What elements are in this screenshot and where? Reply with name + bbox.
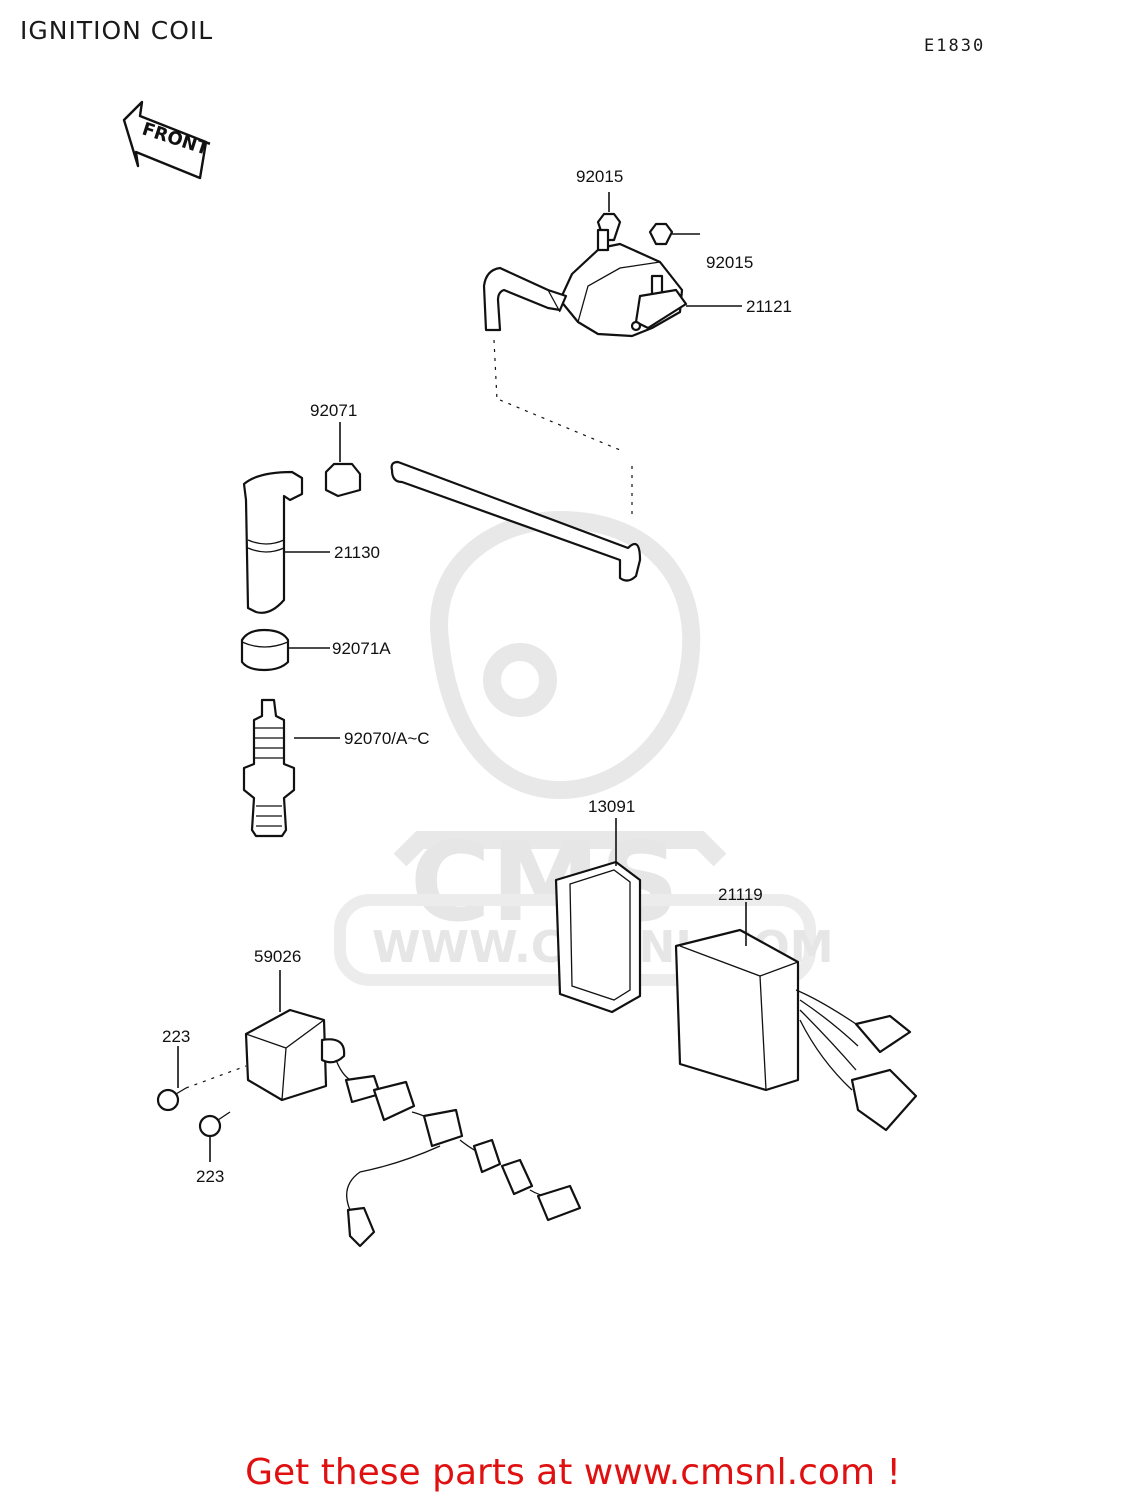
cover-92071a [240, 628, 290, 672]
igniter-unit [674, 928, 800, 1092]
ignition-coil-assembly: 92015 92015 21121 [482, 167, 792, 520]
part-number-92071a: 92071A [332, 639, 391, 658]
part-number-223-top: 223 [162, 1027, 190, 1046]
high-tension-lead [482, 266, 568, 332]
front-arrow-icon: FRONT [122, 100, 212, 180]
part-number-92015-right: 92015 [706, 253, 753, 272]
pickup-connector [536, 1184, 582, 1222]
spark-plug-assembly: 92070/A~C [242, 698, 430, 838]
part-number-21121: 21121 [746, 297, 792, 316]
connector-large [850, 1068, 918, 1132]
connector-small [854, 1014, 912, 1054]
coil-bracket [634, 288, 688, 330]
parts-cta-banner[interactable]: Get these parts at www.cmsnl.com ! [245, 1452, 901, 1493]
screw-icon [156, 1088, 180, 1112]
part-number-21119: 21119 [718, 885, 763, 904]
ignition-coil [558, 242, 684, 338]
plug-cap-assembly: 92071 21130 [242, 401, 642, 614]
clamp [422, 1108, 464, 1148]
diagram-code: E1830 [924, 36, 986, 56]
part-number-223-bottom: 223 [196, 1167, 224, 1186]
page-title: IGNITION COIL [20, 16, 214, 45]
ignition-lead [390, 460, 642, 582]
screw-assembly: 223 223 [156, 1027, 247, 1186]
boot-cover-13091: 13091 [554, 797, 642, 1014]
part-number-21130: 21130 [334, 543, 380, 562]
nut-icon [648, 222, 674, 246]
spark-plug [242, 698, 296, 838]
part-number-59026: 59026 [254, 947, 301, 966]
seal-92071 [324, 462, 362, 498]
part-number-92070: 92070/A~C [344, 729, 430, 748]
pickup-coil-59026: 59026 [244, 947, 582, 1248]
spark-plug-cap [242, 470, 304, 614]
part-number-92071: 92071 [310, 401, 357, 420]
igniter-21119: 21119 [674, 885, 918, 1132]
part-number-13091: 13091 [588, 797, 635, 816]
rubber-boot [554, 860, 642, 1014]
clamp [372, 1080, 416, 1122]
screw-icon [198, 1114, 222, 1138]
part-number-92015-top: 92015 [576, 167, 623, 186]
plug-cover-assembly: 92071A [240, 628, 391, 672]
terminal-post [596, 228, 610, 252]
